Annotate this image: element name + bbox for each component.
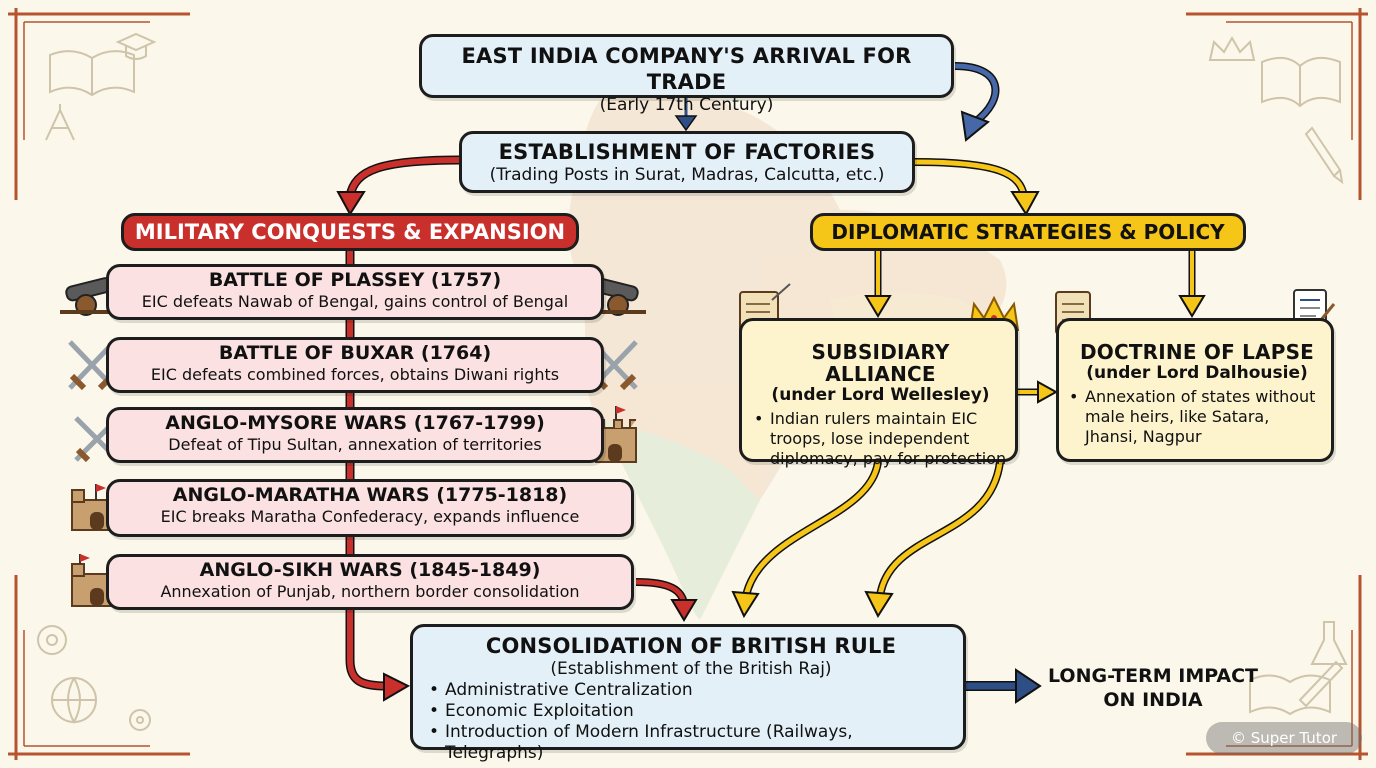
arrow-consolidation-to-impact [966, 668, 1042, 704]
arrow-subsidiary-to-lapse [1018, 380, 1059, 404]
corner-ornaments [8, 8, 1368, 760]
footer-credit: © Super Tutor [1206, 722, 1362, 754]
arrow-subsidiary-to-consolidation [731, 461, 882, 619]
anglo-sikh-box: ANGLO-SIKH WARS (1845-1849) Annexation o… [106, 554, 634, 610]
battle-description: EIC breaks Maratha Confederacy, expands … [160, 507, 580, 526]
book-icon [49, 50, 135, 97]
subsidiary-bullet: Indian rulers maintain EIC troops, lose … [754, 409, 1007, 469]
battle-description: Annexation of Punjab, northern border co… [160, 582, 580, 601]
crown-icon [1208, 35, 1256, 61]
arrow-top-to-factories [674, 98, 698, 132]
gear-icon [129, 709, 151, 731]
arrow-factories-to-military [336, 155, 461, 216]
arrow-diplomatic-to-subsidiary [864, 250, 892, 318]
globe-icon [51, 677, 97, 725]
factories-subtitle: (Trading Posts in Surat, Madras, Calcutt… [489, 165, 885, 185]
battle-title: BATTLE OF PLASSEY (1757) [208, 269, 502, 291]
military-heading: MILITARY CONQUESTS & EXPANSION [121, 213, 579, 251]
battle-title: ANGLO-MARATHA WARS (1775-1818) [172, 484, 568, 506]
consolidation-box: CONSOLIDATION OF BRITISH RULE (Establish… [410, 624, 966, 763]
long-term-impact-label: LONG-TERM IMPACT ON INDIA [1040, 664, 1266, 712]
battle-plassey-box: BATTLE OF PLASSEY (1757) EIC defeats Naw… [106, 264, 604, 320]
subsidiary-title: SUBSIDIARY ALLIANCE [811, 340, 950, 386]
arrow-top-curve [954, 62, 1000, 142]
flask-icon [1310, 621, 1348, 665]
battle-title: ANGLO-SIKH WARS (1845-1849) [199, 559, 541, 581]
eic-arrival-title: EAST INDIA COMPANY'S ARRIVAL FOR TRADE [461, 44, 912, 94]
pencil-icon [1304, 126, 1344, 185]
gear-icon [37, 625, 67, 655]
lapse-bullet: Annexation of states without male heirs,… [1069, 387, 1325, 447]
military-trunk [345, 250, 411, 702]
diplomatic-heading: DIPLOMATIC STRATEGIES & POLICY [810, 213, 1246, 251]
factories-title: ESTABLISHMENT OF FACTORIES [498, 140, 876, 164]
pencil-icon [1298, 660, 1344, 708]
lapse-subtitle: (under Lord Dalhousie) [1086, 363, 1308, 383]
compass-icon [45, 104, 75, 141]
battle-title: BATTLE OF BUXAR (1764) [218, 342, 492, 364]
eic-arrival-box: EAST INDIA COMPANY'S ARRIVAL FOR TRADE (… [419, 34, 954, 115]
battle-description: EIC defeats Nawab of Bengal, gains contr… [141, 292, 569, 311]
anglo-maratha-box: ANGLO-MARATHA WARS (1775-1818) EIC break… [106, 479, 634, 537]
subsidiary-alliance-box: SUBSIDIARY ALLIANCE (under Lord Wellesle… [739, 318, 1018, 468]
arrow-lapse-to-consolidation [864, 461, 1004, 619]
arrow-diplomatic-to-lapse [1178, 250, 1206, 318]
consolidation-bullet: Introduction of Modern Infrastructure (R… [429, 722, 953, 764]
cannon-icon [60, 277, 113, 316]
battle-description: Defeat of Tipu Sultan, annexation of ter… [168, 435, 542, 454]
consolidation-subtitle: (Establishment of the British Raj) [550, 659, 832, 679]
lapse-title: DOCTRINE OF LAPSE [1079, 340, 1315, 364]
impact-line-1: LONG-TERM IMPACT [1047, 665, 1259, 687]
arrow-sikh-to-consolidation [635, 578, 698, 622]
consolidation-bullet: Administrative Centralization [429, 680, 953, 701]
factories-box: ESTABLISHMENT OF FACTORIES (Trading Post… [459, 131, 915, 193]
battle-title: ANGLO-MYSORE WARS (1767-1799) [165, 412, 545, 434]
book-icon [1261, 56, 1341, 108]
doctrine-of-lapse-box: DOCTRINE OF LAPSE (under Lord Dalhousie)… [1056, 318, 1334, 462]
graduation-cap-icon [115, 32, 157, 60]
battle-buxar-box: BATTLE OF BUXAR (1764) EIC defeats combi… [106, 337, 604, 393]
arrow-factories-to-diplomatic [914, 158, 1040, 216]
battle-description: EIC defeats combined forces, obtains Diw… [150, 365, 560, 384]
eic-arrival-subtitle: (Early 17th Century) [599, 95, 774, 115]
consolidation-title: CONSOLIDATION OF BRITISH RULE [485, 634, 897, 658]
anglo-mysore-box: ANGLO-MYSORE WARS (1767-1799) Defeat of … [106, 407, 604, 463]
book-icon [1249, 674, 1331, 716]
subsidiary-subtitle: (under Lord Wellesley) [771, 385, 990, 405]
consolidation-bullet: Economic Exploitation [429, 701, 953, 722]
impact-line-2: ON INDIA [1103, 689, 1203, 711]
